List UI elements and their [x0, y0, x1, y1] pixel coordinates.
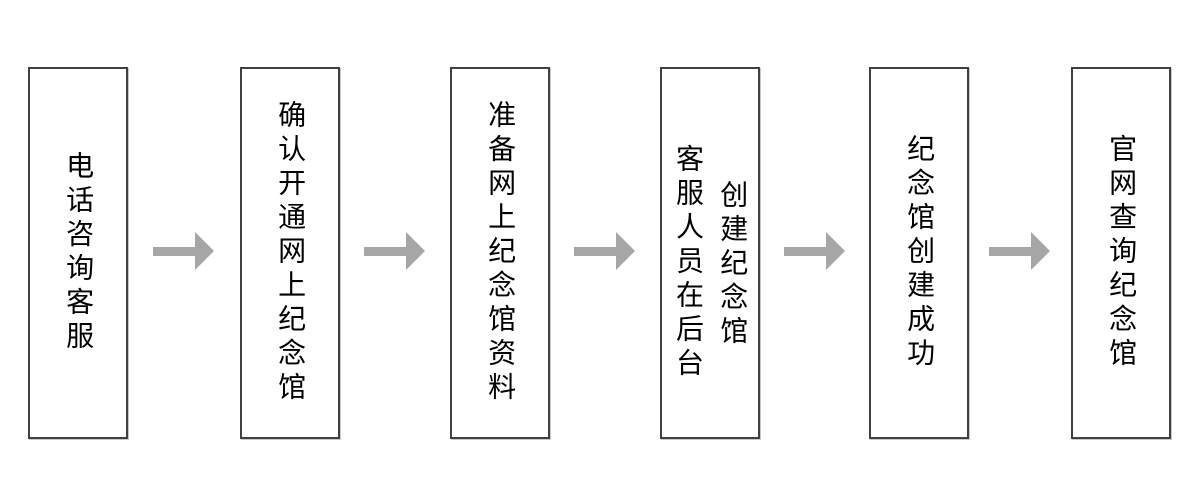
- arrow-head: [1031, 232, 1050, 270]
- flow-step-phone-consult-service: 电话咨询客服: [28, 67, 128, 439]
- flow-step-label: 纪念馆创建成功: [904, 134, 936, 372]
- arrow-shaft: [364, 247, 407, 256]
- flow-step-label: 准备网上纪念馆资料: [485, 100, 517, 406]
- flow-step-label-left-column: 客服人员在后台: [673, 144, 704, 382]
- arrow-shaft: [989, 247, 1032, 256]
- arrow-right-icon: [364, 232, 425, 270]
- arrow-right-icon: [989, 232, 1050, 270]
- arrow-shaft: [784, 247, 827, 256]
- flow-step-label: 确认开通网上纪念馆: [275, 100, 307, 406]
- flow-step-label-right-column: 创建纪念馆: [717, 180, 749, 350]
- arrow-head: [616, 232, 635, 270]
- flow-step-label: 官网查询纪念馆: [1106, 134, 1138, 372]
- flow-step-confirm-open-memorial: 确认开通网上纪念馆: [240, 67, 340, 439]
- arrow-right-icon: [784, 232, 845, 270]
- arrow-right-icon: [574, 232, 635, 270]
- flow-step-creation-success: 纪念馆创建成功: [869, 67, 969, 439]
- flow-step-staff-create-backend: 客服人员在后台 创建纪念馆: [660, 67, 760, 439]
- arrow-head: [195, 232, 214, 270]
- arrow-head: [406, 232, 425, 270]
- arrow-head: [826, 232, 845, 270]
- flow-step-two-column-text: 客服人员在后台 创建纪念馆: [672, 144, 748, 382]
- flow-step-label: 电话咨询客服: [63, 151, 95, 355]
- flow-step-prepare-materials: 准备网上纪念馆资料: [450, 67, 550, 439]
- arrow-right-icon: [153, 232, 214, 270]
- arrow-shaft: [153, 247, 196, 256]
- flow-step-query-official-site: 官网查询纪念馆: [1071, 67, 1171, 439]
- arrow-shaft: [574, 247, 617, 256]
